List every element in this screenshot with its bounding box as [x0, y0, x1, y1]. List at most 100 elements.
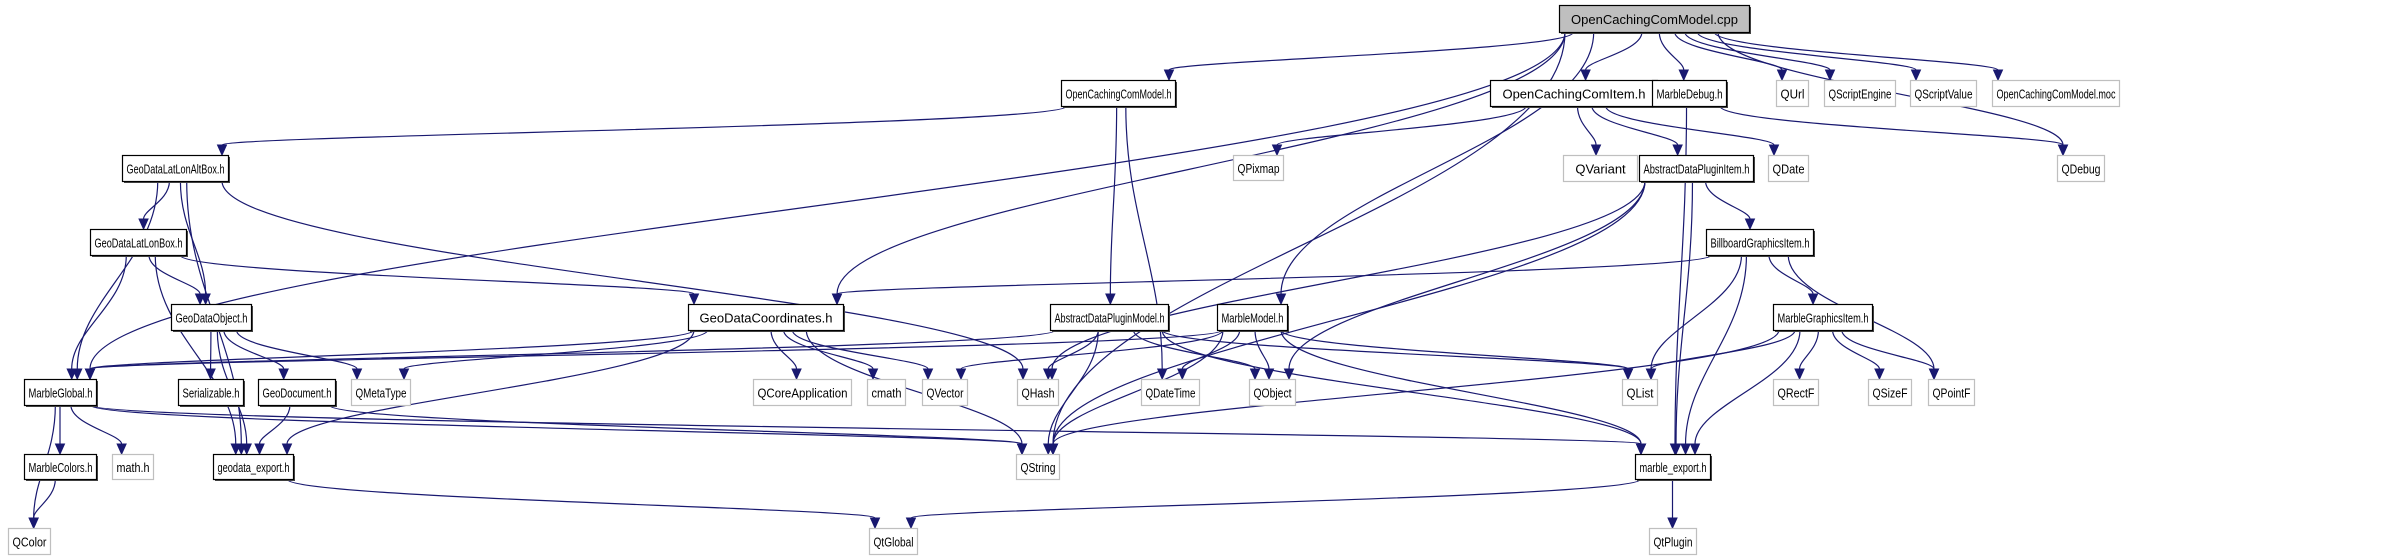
- edge-adpi-to-bgi: [1704, 180, 1751, 220]
- node-box-qpointf: [1927, 378, 1976, 407]
- node-box-gdobj[interactable]: [170, 303, 253, 332]
- node-box-gdllb[interactable]: [89, 228, 188, 257]
- node-cmath: cmath: [866, 378, 907, 407]
- node-qvector: QVector: [921, 378, 969, 407]
- arrowhead-mmodel-to-qvector: [955, 368, 967, 381]
- node-label-mcolors: MarbleColors.h: [29, 460, 93, 475]
- node-qtglobal: QtGlobal: [868, 527, 919, 556]
- edge-mmodel-to-mglobal: [89, 329, 1224, 370]
- node-box-mglobal[interactable]: [23, 378, 98, 407]
- edge-mmodel-to-qdatetime: [1181, 329, 1241, 370]
- node-label-qvector: QVector: [927, 386, 965, 401]
- node-box-gdexport[interactable]: [212, 453, 295, 481]
- node-label-qrectf: QRectF: [1778, 386, 1815, 401]
- node-qscriptvalue: QScriptValue: [1909, 79, 1978, 108]
- node-mcolors[interactable]: MarbleColors.h: [23, 453, 98, 481]
- edge-gdcoord-to-gdexport: [286, 329, 695, 445]
- node-box-gddoc[interactable]: [257, 378, 337, 407]
- node-qpixmap: QPixmap: [1232, 154, 1285, 182]
- node-shadow-gdllb: [92, 231, 188, 257]
- arrowhead-mgi-to-qsizef: [1874, 368, 1885, 381]
- node-qcoreapp: QCoreApplication: [752, 378, 853, 407]
- node-mexport[interactable]: marble_export.h: [1634, 453, 1712, 481]
- node-gdexport[interactable]: geodata_export.h: [212, 453, 295, 481]
- node-gdobj[interactable]: GeoDataObject.h: [170, 303, 253, 332]
- node-root[interactable]: OpenCachingComModel.cpp: [1558, 4, 1751, 34]
- node-qcolor: QColor: [7, 527, 52, 556]
- arrowhead-mmodel-to-qlist: [1622, 368, 1634, 381]
- node-label-adpi: AbstractDataPluginItem.h: [1644, 162, 1750, 177]
- edge-root-to-occm_moc: [1713, 31, 1999, 71]
- node-label-qmetatype: QMetaType: [356, 386, 407, 401]
- node-shadow-bgi: [1708, 231, 1815, 257]
- node-box-occm_h[interactable]: [1060, 79, 1177, 108]
- edge-gdllab-to-gdllb: [142, 180, 171, 220]
- node-box-qcoreapp: [752, 378, 853, 407]
- node-label-mgi: MarbleGraphicsItem.h: [1778, 311, 1869, 326]
- node-box-mgi[interactable]: [1772, 303, 1874, 332]
- node-mglobal[interactable]: MarbleGlobal.h: [23, 378, 98, 407]
- node-mdebug[interactable]: MarbleDebug.h: [1651, 79, 1728, 108]
- node-box-gdllab[interactable]: [121, 154, 230, 183]
- node-gddoc[interactable]: GeoDocument.h: [257, 378, 337, 407]
- node-shadow-gdobj: [173, 306, 253, 332]
- node-box-bgi[interactable]: [1705, 228, 1815, 257]
- arrowhead-root-to-occi_h: [1580, 69, 1591, 82]
- node-serial[interactable]: Serializable.h: [177, 378, 245, 407]
- edge-mgi-to-qstring: [1052, 329, 1780, 445]
- edges-layer: [28, 31, 2069, 530]
- node-qhash: QHash: [1016, 378, 1060, 407]
- arrowhead-bgi-to-gdcoord: [831, 293, 843, 306]
- node-box-qdebug: [2056, 154, 2106, 183]
- node-box-root[interactable]: [1558, 4, 1751, 34]
- arrowhead-gdcoord-to-qvector: [922, 368, 934, 381]
- edge-gdcoord-to-qstring: [805, 329, 1023, 445]
- node-qdatetime: QDateTime: [1140, 378, 1201, 407]
- node-box-mexport[interactable]: [1634, 453, 1712, 481]
- node-box-adpm[interactable]: [1049, 303, 1170, 332]
- node-label-gdllab: GeoDataLatLonAltBox.h: [127, 162, 225, 177]
- node-label-root: OpenCachingComModel.cpp: [1571, 12, 1738, 27]
- node-shadow-gdexport: [215, 456, 295, 481]
- node-box-mcolors[interactable]: [23, 453, 98, 481]
- node-label-mexport: marble_export.h: [1640, 460, 1707, 475]
- node-label-mmodel: MarbleModel.h: [1222, 311, 1284, 326]
- node-qtplugin: QtPlugin: [1648, 527, 1698, 556]
- node-adpm[interactable]: AbstractDataPluginModel.h: [1049, 303, 1170, 332]
- arrowhead-mgi-to-qpointf: [1928, 368, 1940, 381]
- node-label-mathh: math.h: [117, 460, 150, 475]
- node-box-qscriptengine: [1823, 79, 1897, 108]
- node-adpi[interactable]: AbstractDataPluginItem.h: [1638, 154, 1755, 183]
- node-bgi[interactable]: BillboardGraphicsItem.h: [1705, 228, 1815, 257]
- edge-adpi-to-qstring: [1052, 180, 1646, 445]
- node-mmodel[interactable]: MarbleModel.h: [1216, 303, 1289, 332]
- arrowhead-adpi-to-mexport: [1670, 443, 1682, 456]
- node-box-mmodel[interactable]: [1216, 303, 1289, 332]
- node-box-serial[interactable]: [177, 378, 245, 407]
- arrowhead-occi_h-to-qpixmap: [1271, 144, 1283, 157]
- arrowhead-root-to-mmodel: [1275, 293, 1287, 306]
- node-mgi[interactable]: MarbleGraphicsItem.h: [1772, 303, 1874, 332]
- arrowhead-mexport-to-qtglobal: [905, 517, 917, 530]
- node-gdllab[interactable]: GeoDataLatLonAltBox.h: [121, 154, 230, 183]
- arrowhead-gdcoord-to-qcoreapp: [791, 368, 802, 381]
- node-label-qurl: QUrl: [1781, 87, 1805, 102]
- node-box-occm_moc: [1991, 79, 2121, 108]
- node-gdllb[interactable]: GeoDataLatLonBox.h: [89, 228, 188, 257]
- edge-root-to-occi_h: [1584, 31, 1643, 71]
- edge-occm_h-to-qdatetime: [1125, 105, 1163, 370]
- node-box-mdebug[interactable]: [1651, 79, 1728, 108]
- edge-root-to-qurl: [1674, 31, 1783, 71]
- arrowhead-gdobj-to-gddoc: [278, 368, 289, 381]
- node-box-gdcoord[interactable]: [687, 303, 845, 332]
- node-occi_h[interactable]: OpenCachingComItem.h: [1489, 79, 1659, 108]
- node-box-occi_h[interactable]: [1489, 79, 1659, 108]
- edge-root-to-qscriptengine: [1684, 31, 1831, 71]
- node-box-adpi[interactable]: [1638, 154, 1755, 183]
- arrowhead-gdllab-to-qhash: [1017, 368, 1029, 381]
- node-occm_h[interactable]: OpenCachingComModel.h: [1060, 79, 1177, 108]
- node-gdcoord[interactable]: GeoDataCoordinates.h: [687, 303, 845, 332]
- edge-bgi-to-mexport: [1684, 254, 1748, 445]
- arrowhead-root-to-mdebug: [1678, 69, 1690, 82]
